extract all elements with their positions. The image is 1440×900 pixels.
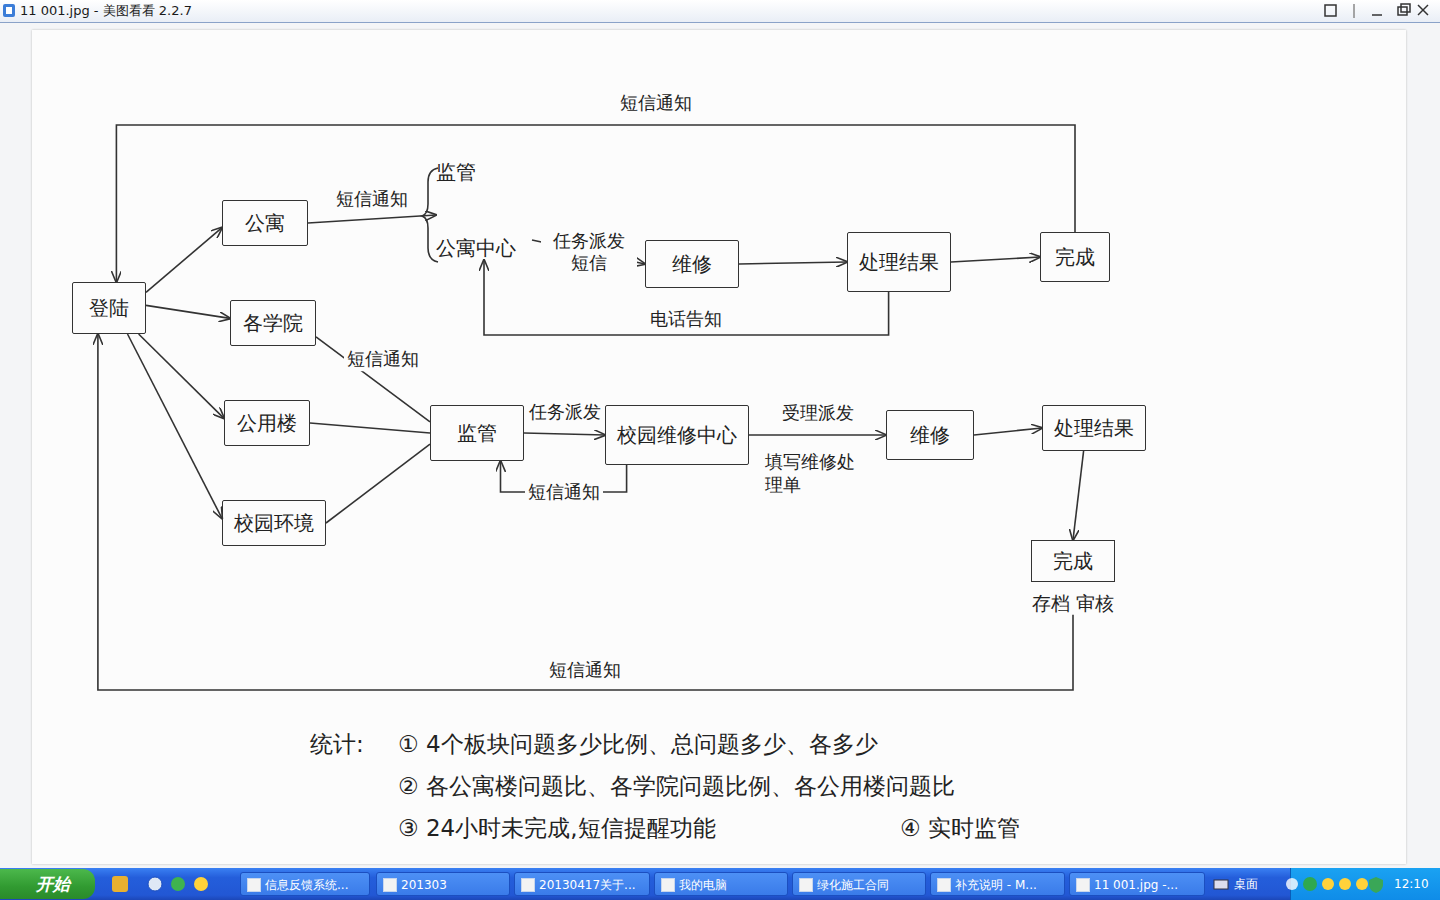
process-box: 维修 <box>645 240 739 288</box>
node-label: 校园环境 <box>234 511 314 535</box>
flow-arrow <box>310 423 430 433</box>
note: 填写维修处理单 <box>765 450 855 497</box>
category-box: 公寓 <box>222 200 308 246</box>
flow-arrow <box>128 334 223 518</box>
node-label: 监管 <box>436 160 476 184</box>
edge-label: 任务派发 <box>526 400 604 424</box>
taskbar-button: 201303 <box>376 872 510 896</box>
flow-arrow <box>326 444 430 523</box>
node-label: 监管 <box>457 421 497 445</box>
taskbar-button: 信息反馈系统... <box>240 872 370 896</box>
node-caption: 公寓中心 <box>436 236 516 260</box>
flow-arrow <box>316 337 430 422</box>
taskbar-button: 11 001.jpg -... <box>1069 872 1205 896</box>
flow-arrow <box>749 434 886 436</box>
end-box: 完成 <box>1040 232 1110 282</box>
window-title: 11 001.jpg - 美图看看 2.2.7 <box>20 3 192 19</box>
node-label: 公用楼 <box>237 411 297 435</box>
flow-arrow <box>524 433 605 435</box>
flow-arrow <box>139 334 224 418</box>
node-label: 公寓 <box>245 211 285 235</box>
process-box: 维修 <box>886 410 974 460</box>
node-label: 维修 <box>672 252 712 276</box>
process-box: 处理结果 <box>1042 405 1146 451</box>
category-box: 校园环境 <box>222 500 326 546</box>
node-label: 各学院 <box>243 311 303 335</box>
flow-arrow <box>116 125 1075 282</box>
stats-item: ① 4个板块问题多少比例、总问题多少、各多少 <box>398 730 878 760</box>
process-box: 监管 <box>430 405 524 461</box>
node-label: 处理结果 <box>859 250 939 274</box>
stats-item: ② 各公寓楼问题比、各学院问题比例、各公用楼问题比 <box>398 772 955 802</box>
edge-label: 短信通知 <box>617 91 695 115</box>
node-caption: 存档 审核 <box>1032 592 1114 615</box>
keyboard-icon <box>1214 880 1228 889</box>
edge-label: 电话告知 <box>647 307 725 331</box>
flow-arrow <box>739 262 847 264</box>
node-label: 校园维修中心 <box>617 423 737 447</box>
node-label: 处理结果 <box>1054 416 1134 440</box>
process-box: 处理结果 <box>847 232 951 292</box>
flow-arrow <box>951 257 1040 262</box>
quick-launch-icons <box>112 876 208 892</box>
flow-arrow <box>146 305 230 318</box>
stats-item: ④ 实时监管 <box>900 814 1020 844</box>
end-box: 完成存档 审核 <box>1030 540 1116 615</box>
taskbar-button: 20130417关于... <box>514 872 650 896</box>
category-box: 各学院 <box>230 300 316 346</box>
edge-label: 短信通知 <box>546 658 624 682</box>
taskbar-button: 我的电脑 <box>654 872 788 896</box>
title-bar <box>0 0 1440 23</box>
flow-arrow <box>1073 451 1084 540</box>
stats-heading: 统计: <box>310 730 364 760</box>
flow-arrow <box>974 428 1042 435</box>
flow-arrow <box>98 334 1073 690</box>
node-label: 登陆 <box>89 296 129 320</box>
app-icon <box>3 4 15 17</box>
flow-arrow <box>146 228 222 293</box>
taskbar-button: 绿化施工合同 <box>792 872 926 896</box>
node-label: 完成 <box>1055 245 1095 269</box>
clock: 12:10 <box>1394 876 1429 892</box>
node-label: 完成 <box>1031 540 1115 582</box>
tray-icons <box>1286 877 1383 893</box>
edge-label: 受理派发 <box>779 401 857 425</box>
edge-label: 任务派发 短信 <box>541 229 637 274</box>
center-group: 监管公寓中心 <box>436 160 532 260</box>
flow-arrow <box>308 215 436 223</box>
edge-label: 短信通知 <box>333 187 411 211</box>
stats-item: ③ 24小时未完成,短信提醒功能 <box>398 814 716 844</box>
start-box: 登陆 <box>72 282 146 334</box>
start-button: 开始 <box>0 869 95 899</box>
taskbar-button: 补充说明 - M... <box>930 872 1065 896</box>
toolbar-label: 桌面 <box>1234 876 1258 892</box>
process-box: 校园维修中心 <box>605 405 749 465</box>
node-label: 维修 <box>910 423 950 447</box>
window-controls <box>1325 4 1428 18</box>
edge-label: 短信通知 <box>525 480 603 504</box>
edge-label: 短信通知 <box>344 348 422 372</box>
category-box: 公用楼 <box>224 400 310 446</box>
